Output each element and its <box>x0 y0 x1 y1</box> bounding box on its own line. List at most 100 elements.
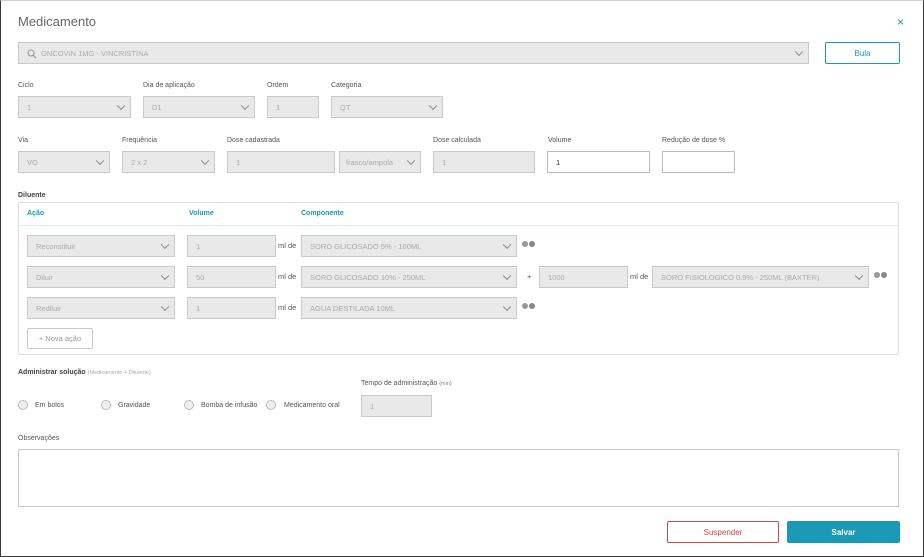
add-icon[interactable] <box>529 303 535 309</box>
ciclo-value: 1 <box>27 102 32 112</box>
frequencia-value: 2 x 2 <box>131 157 148 167</box>
tempo-unit: (min) <box>439 381 452 387</box>
categoria-select[interactable]: QT <box>331 96 443 118</box>
dose-cadastrada-label: Dose cadastrada <box>227 137 280 144</box>
acao-select-3[interactable]: Rediluir <box>27 297 175 319</box>
header-volume: Volume <box>189 210 214 217</box>
acao-select-2[interactable]: Diluir <box>27 266 175 288</box>
unit-label-2: ml de <box>278 272 297 281</box>
dose-calculada-label: Dose calculada <box>433 137 481 144</box>
volume-value-1: 1 <box>196 241 201 251</box>
reducao-label: Redução de dose % <box>662 137 726 144</box>
chevron-down-icon <box>160 240 170 250</box>
ciclo-select[interactable]: 1 <box>18 96 131 118</box>
radio-gravidade[interactable] <box>101 400 111 410</box>
dose-cadastrada-field[interactable]: 1 <box>227 151 335 173</box>
volume-value-2: 50 <box>196 272 205 282</box>
add-icon[interactable] <box>529 241 535 247</box>
medication-search-value: ONCOVIN 1MG - VINCRISTINA <box>41 48 149 58</box>
option-gravidade: Gravidade <box>118 402 151 409</box>
row-actions-3 <box>522 303 535 309</box>
dia-select[interactable]: D1 <box>143 96 255 118</box>
dia-value: D1 <box>152 102 162 112</box>
dose-calculada-value: 1 <box>442 157 447 167</box>
ordem-value: 1 <box>276 102 281 112</box>
tempo-label: Tempo de administração (min) <box>361 380 452 387</box>
componente-select-2[interactable]: SORO GLICOSADO 10% - 250ML <box>301 266 517 288</box>
chevron-down-icon <box>160 302 170 312</box>
volume-value-3: 1 <box>196 303 201 313</box>
chevron-down-icon <box>406 156 416 166</box>
remove-icon[interactable] <box>522 303 528 309</box>
volume-field-2b[interactable]: 1000 <box>539 266 628 288</box>
search-icon <box>27 49 37 59</box>
option-em-bolos: Em bolos <box>35 402 65 409</box>
frequencia-select[interactable]: 2 x 2 <box>122 151 215 173</box>
unit-label-3: ml de <box>278 303 297 312</box>
salvar-button[interactable]: Salvar <box>787 521 900 543</box>
chevron-down-icon <box>428 101 438 111</box>
dose-unit-value: frasco/ampola <box>346 157 394 167</box>
radio-medicamento-oral[interactable] <box>266 400 276 410</box>
radio-bomba-infusao[interactable] <box>184 400 194 410</box>
option-bomba-infusao: Bomba de infusão <box>201 402 258 409</box>
diluente-panel <box>18 202 899 355</box>
plus-sign: + <box>527 272 532 281</box>
categoria-value: QT <box>340 102 351 112</box>
chevron-down-icon <box>95 156 105 166</box>
ciclo-label: Ciclo <box>18 82 34 89</box>
dose-unit-select[interactable]: frasco/ampola <box>339 151 421 173</box>
remove-icon[interactable] <box>522 241 528 247</box>
suspender-button[interactable]: Suspender <box>667 521 779 543</box>
unit-label-1: ml de <box>278 241 297 250</box>
componente-value-2b: SORO FISIOLOGICO 0.9% - 250ML (BAXTER) <box>661 272 820 282</box>
componente-value-1: SORO GLICOSADO 5% - 100ML <box>310 241 422 251</box>
via-value: VO <box>27 157 38 167</box>
volume-field-1[interactable]: 1 <box>187 235 276 257</box>
nova-acao-button[interactable]: + Nova ação <box>27 328 93 349</box>
reducao-input[interactable] <box>662 151 735 173</box>
bula-button[interactable]: Bula <box>825 42 900 64</box>
dialog-title: Medicamento <box>18 14 97 29</box>
chevron-down-icon <box>502 271 512 281</box>
volume-value: 1 <box>556 157 561 167</box>
administrar-label: Administrar solução (Medicamento + Dilue… <box>18 369 151 376</box>
componente-value-3: AGUA DESTILADA 10ML <box>310 303 396 313</box>
ordem-field[interactable]: 1 <box>267 96 319 118</box>
volume-value-2b: 1000 <box>548 272 565 282</box>
observacoes-textarea[interactable] <box>18 449 899 507</box>
componente-select-3[interactable]: AGUA DESTILADA 10ML <box>301 297 517 319</box>
volume-field-2[interactable]: 50 <box>187 266 276 288</box>
tempo-title: Tempo de administração <box>361 380 438 387</box>
acao-value-1: Reconstituir <box>36 241 76 251</box>
chevron-down-icon <box>794 47 804 57</box>
acao-value-3: Rediluir <box>36 303 62 313</box>
via-select[interactable]: VO <box>18 151 110 173</box>
dose-calculada-field[interactable]: 1 <box>433 151 535 173</box>
volume-input[interactable]: 1 <box>547 151 650 173</box>
radio-em-bolos[interactable] <box>18 400 28 410</box>
via-label: Via <box>18 137 28 144</box>
administrar-sublabel: (Medicamento + Diluente) <box>87 370 151 376</box>
chevron-down-icon <box>116 101 126 111</box>
tempo-field[interactable]: 1 <box>361 395 432 417</box>
componente-select-2b[interactable]: SORO FISIOLOGICO 0.9% - 250ML (BAXTER) <box>652 266 869 288</box>
acao-select-1[interactable]: Reconstituir <box>27 235 175 257</box>
categoria-label: Categoria <box>331 82 362 89</box>
add-icon[interactable] <box>881 272 887 278</box>
unit-label-2b: ml de <box>630 272 649 281</box>
remove-icon[interactable] <box>874 272 880 278</box>
option-medicamento-oral: Medicamento oral <box>284 402 340 409</box>
header-componente: Componente <box>301 210 344 217</box>
frequencia-label: Frequência <box>122 137 158 144</box>
chevron-down-icon <box>160 271 170 281</box>
medication-search-select[interactable]: ONCOVIN 1MG - VINCRISTINA <box>18 42 809 64</box>
close-icon[interactable]: × <box>897 15 905 29</box>
chevron-down-icon <box>502 240 512 250</box>
administrar-title: Administrar solução <box>18 369 86 376</box>
header-acao: Ação <box>27 210 45 217</box>
componente-value-2: SORO GLICOSADO 10% - 250ML <box>310 272 426 282</box>
volume-field-3[interactable]: 1 <box>187 297 276 319</box>
row-actions-1 <box>522 241 535 247</box>
componente-select-1[interactable]: SORO GLICOSADO 5% - 100ML <box>301 235 517 257</box>
